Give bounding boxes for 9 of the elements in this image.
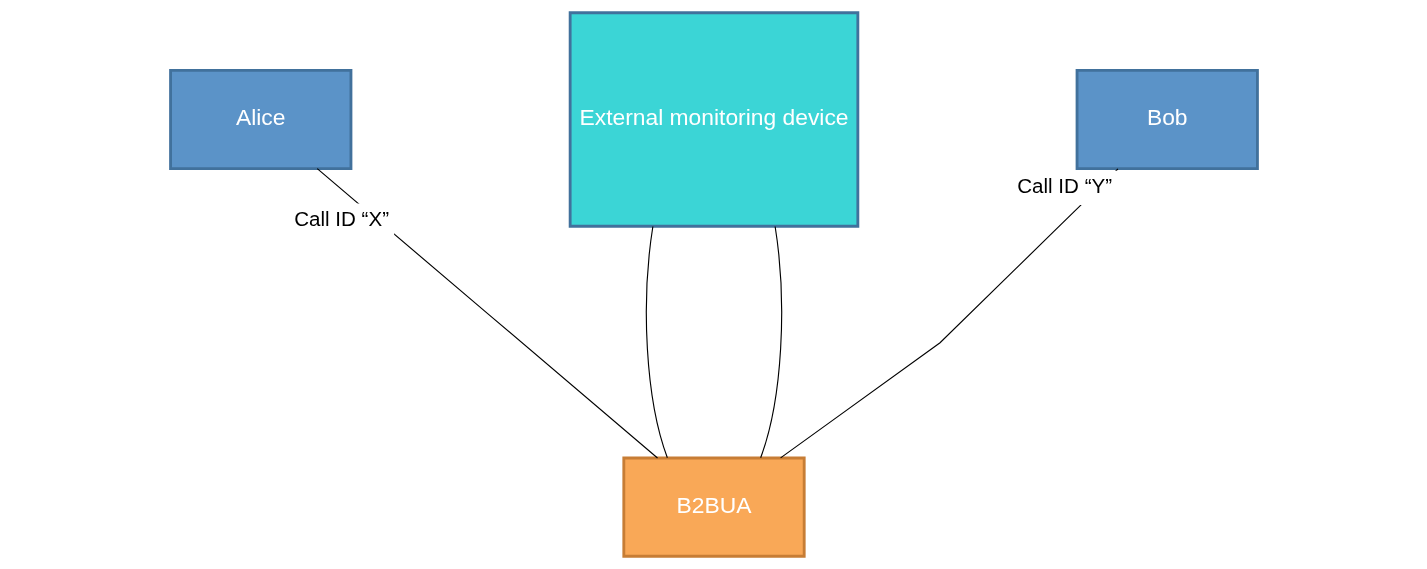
node-box: Alice	[168, 69, 352, 171]
connector	[645, 225, 668, 459]
edge-label: Call ID “X”	[293, 206, 389, 230]
connector	[316, 168, 658, 459]
node-box: External monitoring device	[568, 11, 859, 228]
edge-label: Call ID “Y”	[1016, 173, 1112, 197]
node-box: Bob	[1075, 69, 1259, 171]
node-box: B2BUA	[621, 456, 806, 558]
connector	[759, 225, 782, 459]
